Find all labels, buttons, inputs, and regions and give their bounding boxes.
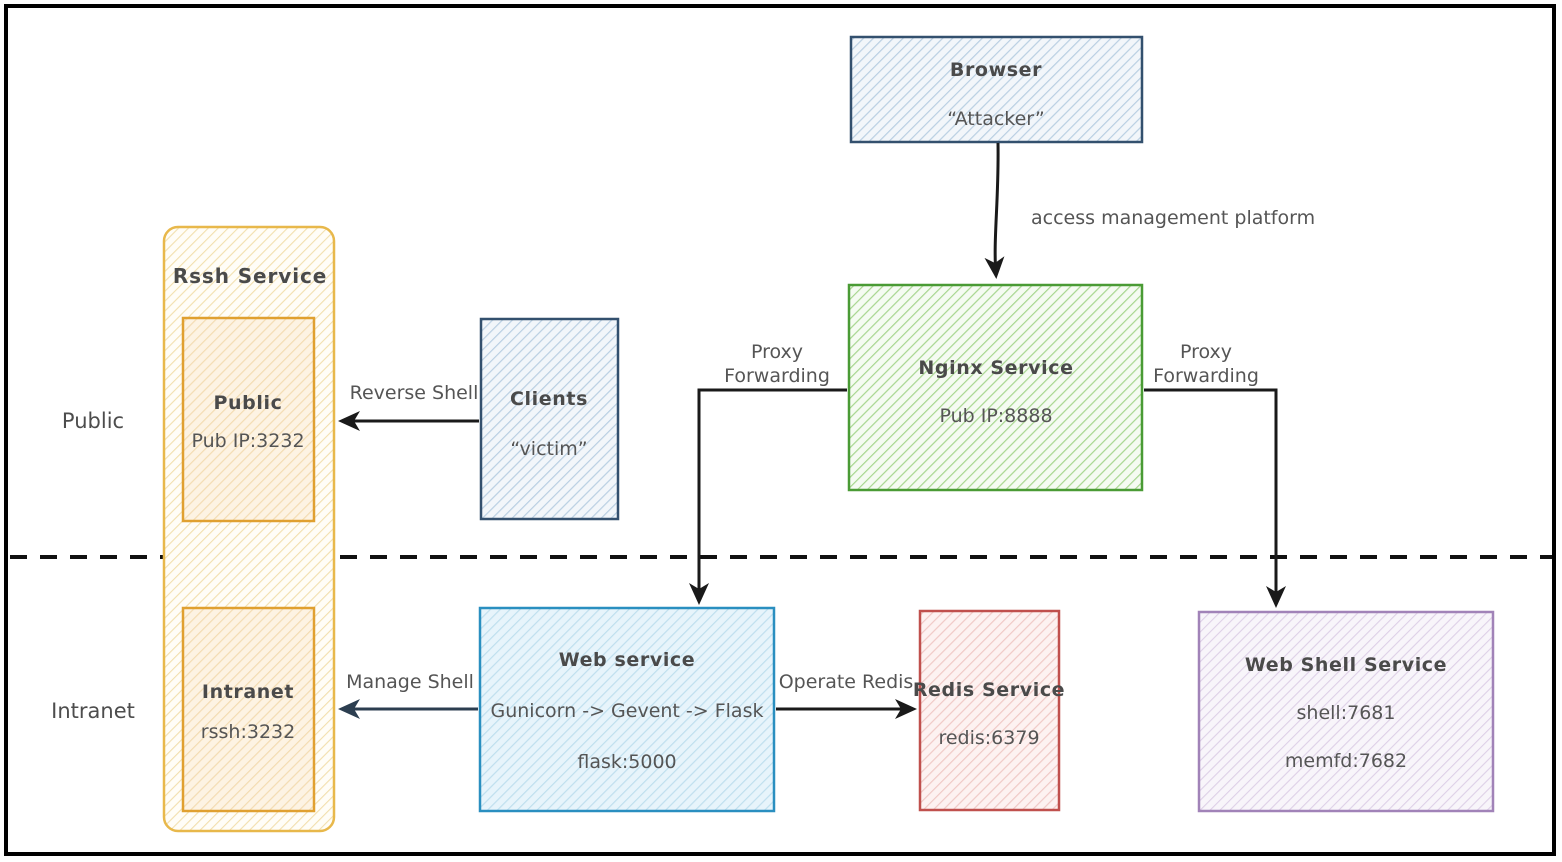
node-web-service-sub2: flask:5000: [577, 751, 676, 773]
node-web-service-sub1: Gunicorn -> Gevent -> Flask: [491, 700, 764, 722]
node-intranet-rssh-box: [181, 606, 316, 813]
edge-nginx-to-web-shell-label-1: Proxy: [1180, 341, 1232, 363]
node-intranet-rssh-sub1: rssh:3232: [201, 721, 295, 743]
edge-clients-to-public-rssh-label: Reverse Shell: [350, 382, 479, 404]
edge-nginx-to-web-service-label-1: Proxy: [751, 341, 803, 363]
node-public-rssh-title: Public: [214, 392, 283, 414]
edge-nginx-to-web-shell-label-2: Forwarding: [1153, 365, 1259, 387]
node-clients[interactable]: Clients “victim”: [479, 317, 620, 521]
group-rssh-service-label: Rssh Service: [173, 264, 327, 288]
node-redis-service-title: Redis Service: [913, 679, 1065, 701]
node-web-shell-service-sub1: shell:7681: [1297, 702, 1396, 724]
node-clients-box: [479, 317, 620, 521]
node-clients-sub1: “victim”: [510, 438, 587, 460]
node-clients-title: Clients: [510, 388, 588, 410]
edge-nginx-to-web-shell[interactable]: Proxy Forwarding: [1144, 341, 1286, 608]
edge-nginx-to-web-service-line: [689, 388, 847, 605]
node-browser-title: Browser: [950, 59, 1042, 81]
node-public-rssh-box: [181, 316, 316, 523]
node-nginx-service-sub1: Pub IP:8888: [939, 405, 1052, 427]
edge-nginx-to-web-shell-line: [1144, 388, 1286, 608]
node-redis-service[interactable]: Redis Service redis:6379: [913, 609, 1065, 812]
edge-web-service-to-redis-label: Operate Redis: [779, 671, 914, 693]
edge-web-service-to-intranet-rssh[interactable]: Manage Shell: [338, 671, 478, 719]
zone-label-intranet: Intranet: [51, 699, 135, 723]
node-nginx-service-box: [847, 283, 1144, 492]
node-web-shell-service-box: [1197, 610, 1495, 813]
node-web-service[interactable]: Web service Gunicorn -> Gevent -> Flask …: [478, 606, 776, 813]
node-web-service-title: Web service: [559, 649, 696, 671]
node-nginx-service-title: Nginx Service: [918, 357, 1073, 379]
node-web-shell-service[interactable]: Web Shell Service shell:7681 memfd:7682: [1197, 610, 1495, 813]
node-web-service-box: [478, 606, 776, 813]
edge-browser-to-nginx-line: [984, 142, 1005, 279]
node-redis-service-box: [918, 609, 1061, 812]
edge-web-service-to-redis[interactable]: Operate Redis: [776, 671, 917, 719]
node-browser[interactable]: Browser “Attacker”: [849, 35, 1144, 144]
node-web-shell-service-title: Web Shell Service: [1245, 654, 1447, 676]
edge-web-service-to-intranet-rssh-label: Manage Shell: [346, 671, 474, 693]
node-browser-box: [849, 35, 1144, 144]
node-browser-sub1: “Attacker”: [947, 108, 1045, 130]
edge-nginx-to-web-service-label-2: Forwarding: [724, 365, 830, 387]
node-redis-service-sub1: redis:6379: [938, 727, 1039, 749]
edge-browser-to-nginx-label: access management platform: [1031, 207, 1315, 229]
node-nginx-service[interactable]: Nginx Service Pub IP:8888: [847, 283, 1144, 492]
edge-nginx-to-web-service[interactable]: Proxy Forwarding: [689, 341, 847, 605]
node-intranet-rssh[interactable]: Intranet rssh:3232: [181, 606, 316, 813]
node-intranet-rssh-title: Intranet: [202, 681, 294, 703]
edge-clients-to-public-rssh[interactable]: Reverse Shell: [338, 382, 479, 431]
edge-browser-to-nginx[interactable]: access management platform: [984, 142, 1315, 279]
node-web-shell-service-sub2: memfd:7682: [1285, 750, 1407, 772]
node-public-rssh-sub1: Pub IP:3232: [191, 430, 304, 452]
node-public-rssh[interactable]: Public Pub IP:3232: [181, 316, 316, 523]
zone-label-public: Public: [62, 409, 124, 433]
